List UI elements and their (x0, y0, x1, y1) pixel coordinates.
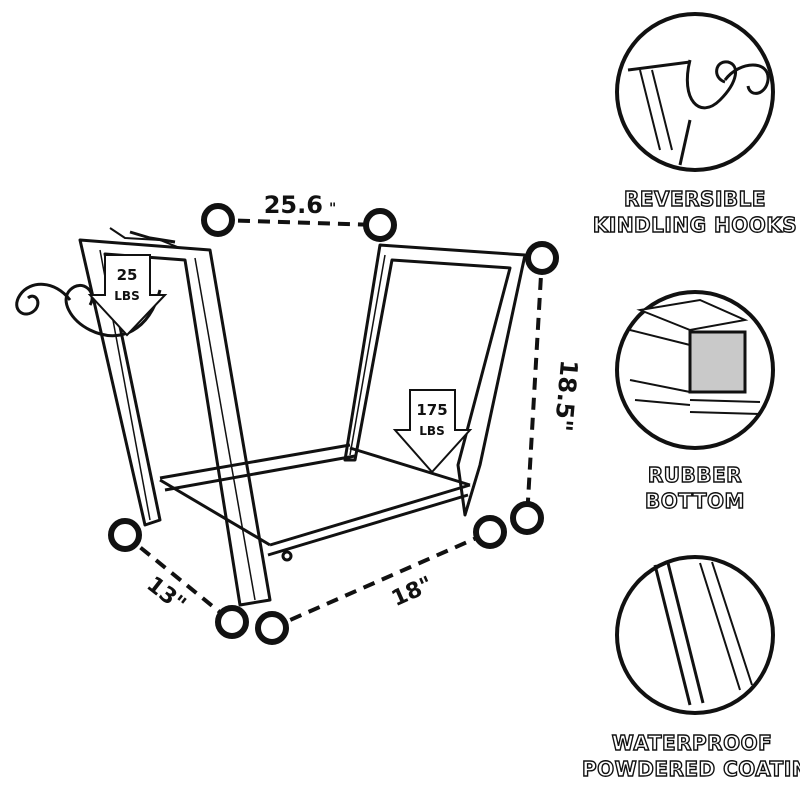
dimension-lines (108, 203, 559, 645)
feature-label-coating: WATERPROOF POWDERED COATING (581, 730, 800, 782)
feature-rubber-line2: BOTTOM (644, 488, 745, 513)
detail-circle-rubber-bottom (615, 290, 775, 450)
feature-hooks-line1: REVERSIBLE (623, 186, 767, 211)
feature-label-hooks: REVERSIBLE KINDLING HOOKS (585, 186, 800, 238)
base-load-arrow: 175 LBS (392, 389, 473, 474)
feature-rubber-line1: RUBBER (647, 462, 743, 487)
kindling-hook-curls (15, 282, 162, 338)
feature-hooks-line2: KINDLING HOOKS (592, 212, 798, 237)
width-dimension-label: 25.6" (264, 191, 337, 219)
hook-load-unit: LBS (114, 289, 139, 303)
detail-circle-hooks (615, 12, 775, 172)
width-dimension-line (201, 203, 397, 242)
height-dimension-label: 18.5" (549, 359, 583, 433)
length-dimension-line (255, 515, 507, 645)
hook-load-value: 25 (117, 266, 138, 284)
detail-circle-coating (615, 555, 775, 715)
length-dimension-label: 18" (388, 572, 437, 612)
hook-load-arrow: 25 LBS (87, 254, 168, 337)
feature-coating-line1: WATERPROOF (611, 730, 773, 755)
base-load-unit: LBS (419, 424, 444, 438)
base-load-value: 175 (416, 401, 447, 419)
feature-coating-line2: POWDERED COATING (581, 756, 800, 781)
height-dimension-line (510, 241, 559, 535)
depth-dimension-line (108, 518, 249, 639)
feature-label-rubber-bottom: RUBBER BOTTOM (585, 462, 800, 514)
depth-dimension-label: 13" (142, 572, 191, 618)
